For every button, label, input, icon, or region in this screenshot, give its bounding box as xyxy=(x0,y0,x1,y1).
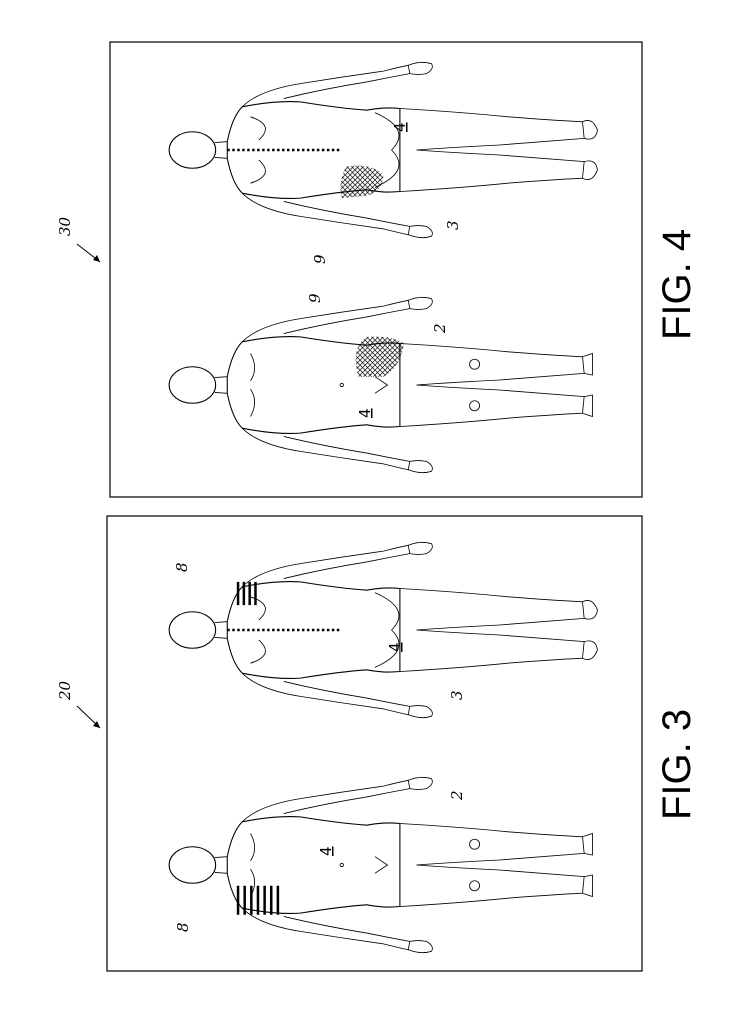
fig3-region-8-front xyxy=(236,885,280,915)
fig4-ref-label: 30 xyxy=(56,216,74,236)
fig4-label-front-2: 2 xyxy=(431,323,449,334)
fig4-label-front-9: 9 xyxy=(306,293,324,303)
fig3-ref-label: 20 xyxy=(56,680,74,701)
fig4-region-9-front xyxy=(355,336,405,377)
fig3-label-front-8: 8 xyxy=(174,922,192,932)
fig3-label-back-3: 3 xyxy=(448,690,466,700)
fig4-label-back-3: 3 xyxy=(444,220,462,230)
fig3-caption: FIG. 3 xyxy=(655,709,699,820)
fig3-label-front-2: 2 xyxy=(448,790,466,801)
fig4-caption: FIG. 4 xyxy=(655,229,699,340)
fig4-label-front-4: 4 xyxy=(356,408,374,418)
fig3-panel: 20 FIG. 3 8 8 2 3 4 4 xyxy=(56,515,699,972)
fig4-region-9-back xyxy=(340,165,384,199)
fig3-label-front-4: 4 xyxy=(317,846,335,856)
fig3-region-8-back xyxy=(236,581,257,606)
fig4-label-back-9: 9 xyxy=(311,254,329,264)
fig3-label-back-8: 8 xyxy=(173,562,191,572)
fig4-label-back-4: 4 xyxy=(391,122,409,132)
fig4-panel: 30 FIG. 4 9 9 2 3 4 4 xyxy=(56,41,699,498)
fig3-label-back-4: 4 xyxy=(386,642,404,652)
